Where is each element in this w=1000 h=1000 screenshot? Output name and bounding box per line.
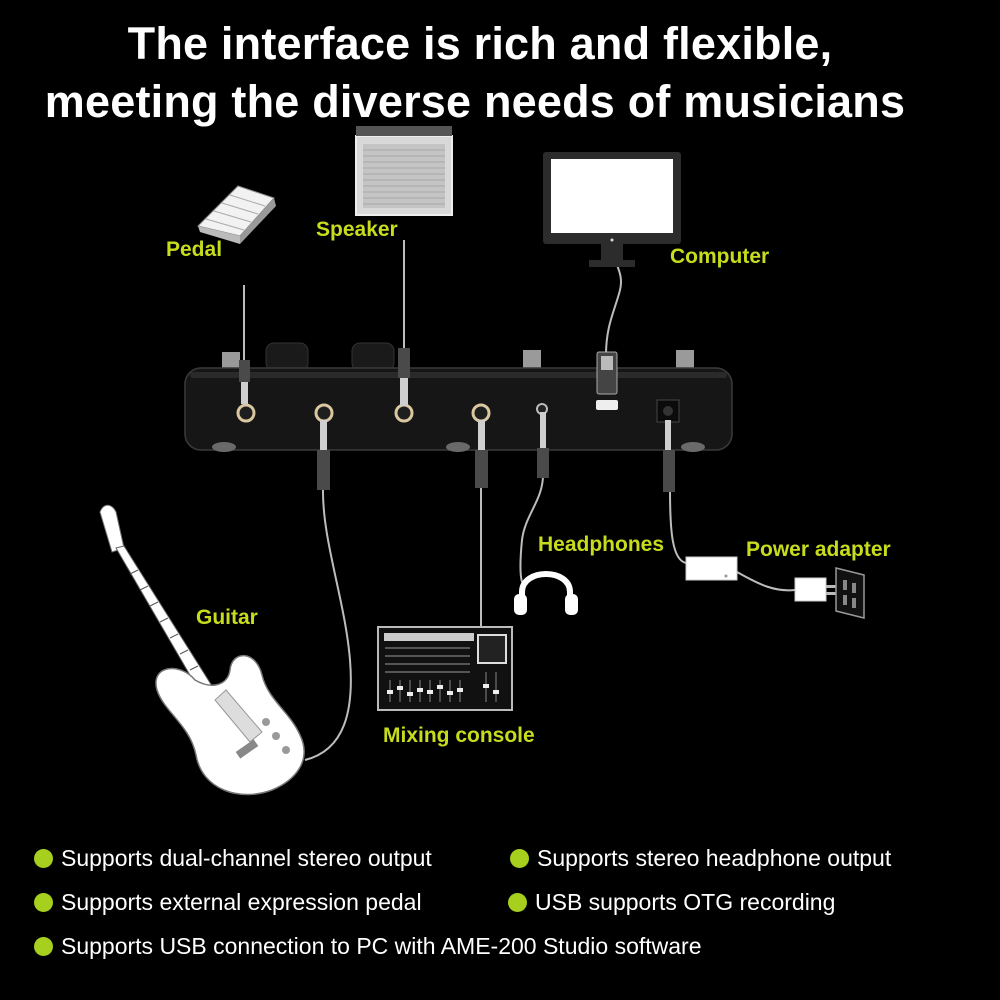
feature-item: USB supports OTG recording: [508, 889, 835, 916]
feature-item: Supports stereo headphone output: [510, 845, 891, 872]
plug-cable: [736, 571, 796, 592]
cables: [243, 237, 796, 761]
label-pedal: Pedal: [166, 238, 223, 261]
label-power-adapter: Power adapter: [746, 538, 891, 561]
bullet-icon: [34, 893, 53, 912]
mixing-console-icon: [377, 626, 513, 711]
pedal-icon: [197, 185, 276, 244]
feature-item: Supports USB connection to PC with AME-2…: [34, 933, 702, 960]
feature-item: Supports dual-channel stereo output: [34, 845, 432, 872]
bullet-icon: [508, 893, 527, 912]
label-computer: Computer: [670, 245, 770, 268]
speaker-icon: [355, 126, 453, 216]
bullet-icon: [34, 937, 53, 956]
headline-line-1: The interface is rich and flexible,: [127, 18, 833, 69]
feature-text: Supports dual-channel stereo output: [61, 845, 432, 871]
feature-text: Supports USB connection to PC with AME-2…: [61, 933, 702, 959]
headphones-cable: [519, 474, 544, 583]
guitar-cable: [304, 487, 352, 761]
bullet-icon: [34, 849, 53, 868]
guitar-icon: [99, 504, 305, 796]
headline-line-2: meeting the diverse needs of musicians: [44, 76, 906, 127]
feature-text: Supports stereo headphone output: [537, 845, 892, 871]
feature-text: USB supports OTG recording: [535, 889, 836, 915]
headphones-icon: [514, 571, 578, 615]
power-adapter-icon: [685, 556, 865, 619]
feature-text: Supports external expression pedal: [61, 889, 422, 915]
bullet-icon: [510, 849, 529, 868]
label-mixing-console: Mixing console: [383, 724, 535, 747]
adapter-cable: [669, 489, 687, 564]
label-headphones: Headphones: [538, 533, 665, 556]
feature-item: Supports external expression pedal: [34, 889, 422, 916]
plugs: [239, 348, 675, 492]
label-speaker: Speaker: [316, 218, 398, 241]
label-guitar: Guitar: [196, 606, 258, 629]
multi-effects-device: [184, 342, 733, 452]
computer-icon: [543, 152, 681, 267]
